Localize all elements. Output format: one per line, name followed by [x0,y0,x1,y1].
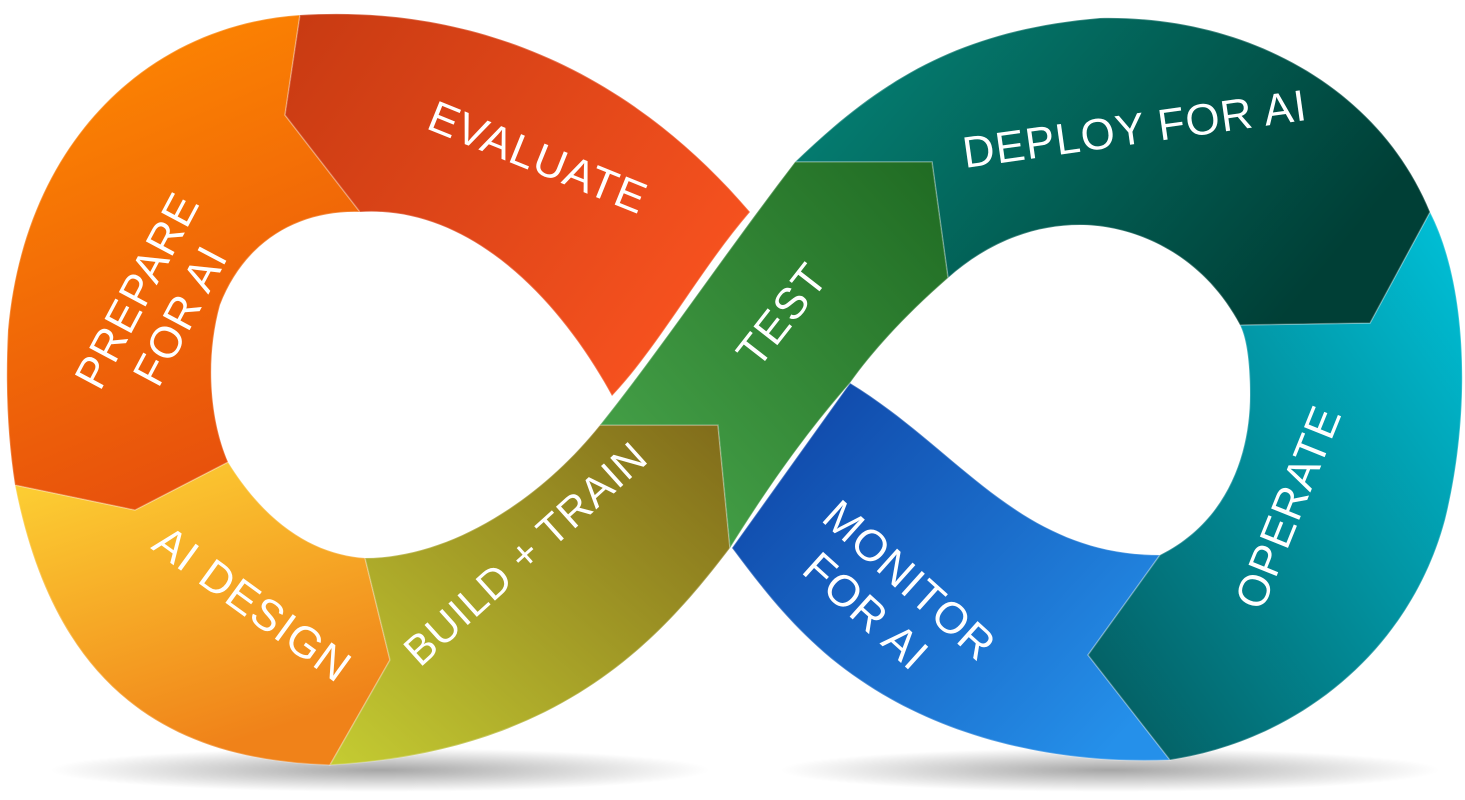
segment-monitor [731,381,1172,762]
segment-build-shape [328,424,731,766]
segment-evaluate [284,13,751,398]
right-loop-shadow [780,748,1440,792]
segment-design [14,461,391,766]
segment-prepare [6,14,362,511]
left-loop-shadow [50,748,710,792]
segment-design-shape [14,461,391,766]
segment-test [598,161,949,551]
segment-deploy [793,17,1431,326]
segment-build [328,424,731,766]
segment-deploy-shape [793,17,1431,326]
segment-monitor-shape [731,381,1172,762]
segment-operate [1087,210,1463,761]
segment-evaluate-shape [284,13,751,398]
segment-prepare-shape [6,14,362,511]
segment-operate-shape [1087,210,1463,761]
segment-test-shape [598,161,949,551]
